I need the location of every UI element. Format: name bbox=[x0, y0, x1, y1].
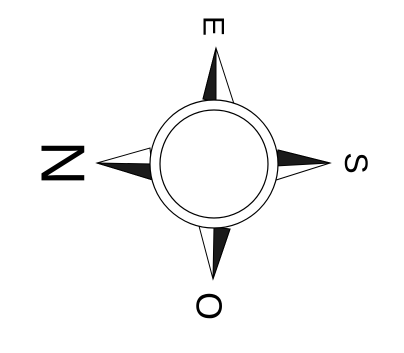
inner-ring bbox=[159, 109, 269, 219]
label-east: E bbox=[197, 16, 230, 36]
arrow-north bbox=[95, 147, 154, 181]
label-north: N bbox=[28, 141, 97, 186]
arrow-south bbox=[272, 149, 332, 182]
label-south: S bbox=[338, 152, 374, 173]
arrow-west bbox=[198, 225, 231, 281]
label-west: O bbox=[189, 292, 230, 320]
arrow-east bbox=[202, 46, 235, 105]
